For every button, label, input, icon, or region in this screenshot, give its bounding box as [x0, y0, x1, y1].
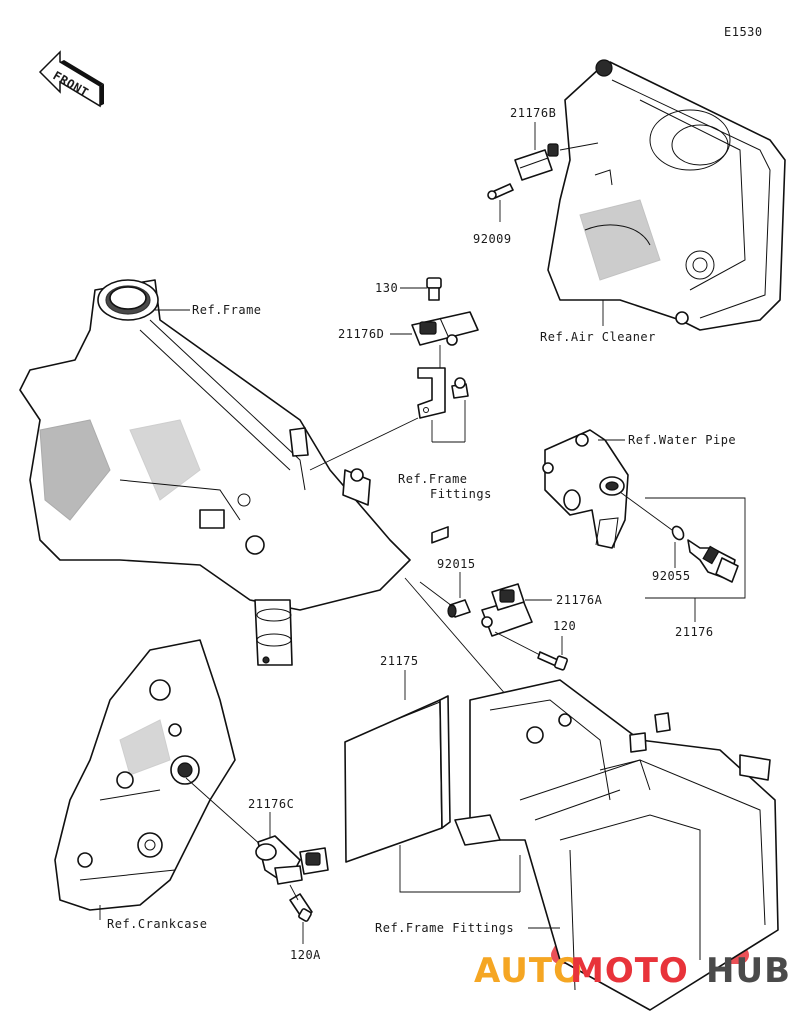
- label-ref-frame-fittings-bottom: Ref.Frame Fittings: [375, 921, 514, 935]
- watermark-hub: HUB: [706, 951, 791, 991]
- label-130: 130: [375, 281, 398, 295]
- label-21176A: 21176A: [556, 593, 603, 607]
- part-92055-oring: [671, 525, 685, 541]
- label-ref-frame: Ref.Frame: [192, 303, 262, 317]
- part-21176-sensor: [687, 539, 739, 583]
- label-21176B: 21176B: [510, 106, 556, 120]
- label-ref-water-pipe: Ref.Water Pipe: [628, 433, 736, 447]
- part-92009-screw: [487, 183, 514, 200]
- part-21176C-sensor: [255, 835, 329, 885]
- watermark-moto: MOTO: [570, 951, 689, 991]
- water-pipe-housing: [542, 429, 629, 549]
- label-ref-air-cleaner: Ref.Air Cleaner: [540, 330, 656, 344]
- part-21176A-sensor: [481, 583, 533, 637]
- label-ref-frame-fittings-2: Fittings: [430, 487, 492, 501]
- diagram-code: E1530: [724, 25, 763, 39]
- label-21175: 21175: [380, 654, 419, 668]
- battery-box: [454, 679, 779, 1011]
- front-arrow-icon: [38, 50, 104, 108]
- air-cleaner-housing: [547, 59, 786, 331]
- part-92015-collar: [447, 599, 471, 618]
- label-21176C: 21176C: [248, 797, 294, 811]
- part-130-bolt: [426, 277, 442, 301]
- label-21176: 21176: [675, 625, 714, 639]
- label-92055: 92055: [652, 569, 691, 583]
- main-frame: [19, 279, 411, 666]
- label-92015: 92015: [437, 557, 476, 571]
- label-ref-crankcase: Ref.Crankcase: [107, 917, 207, 931]
- part-21175-ecu: [344, 526, 451, 863]
- part-21176D-sensor: [411, 311, 479, 346]
- crankcase: [54, 639, 236, 911]
- label-120A: 120A: [290, 948, 321, 962]
- label-120: 120: [553, 619, 576, 633]
- label-ref-frame-fittings-1: Ref.Frame: [398, 472, 468, 486]
- watermark-text: AUTO MOTO HUB: [474, 951, 791, 991]
- sensor-bracket: [417, 367, 469, 419]
- part-120A-bolt: [289, 893, 313, 922]
- part-21176B: [514, 143, 559, 181]
- label-92009: 92009: [473, 232, 512, 246]
- label-21176D: 21176D: [338, 327, 384, 341]
- part-120-bolt: [537, 651, 568, 671]
- watermark-auto: AUTO: [474, 951, 583, 991]
